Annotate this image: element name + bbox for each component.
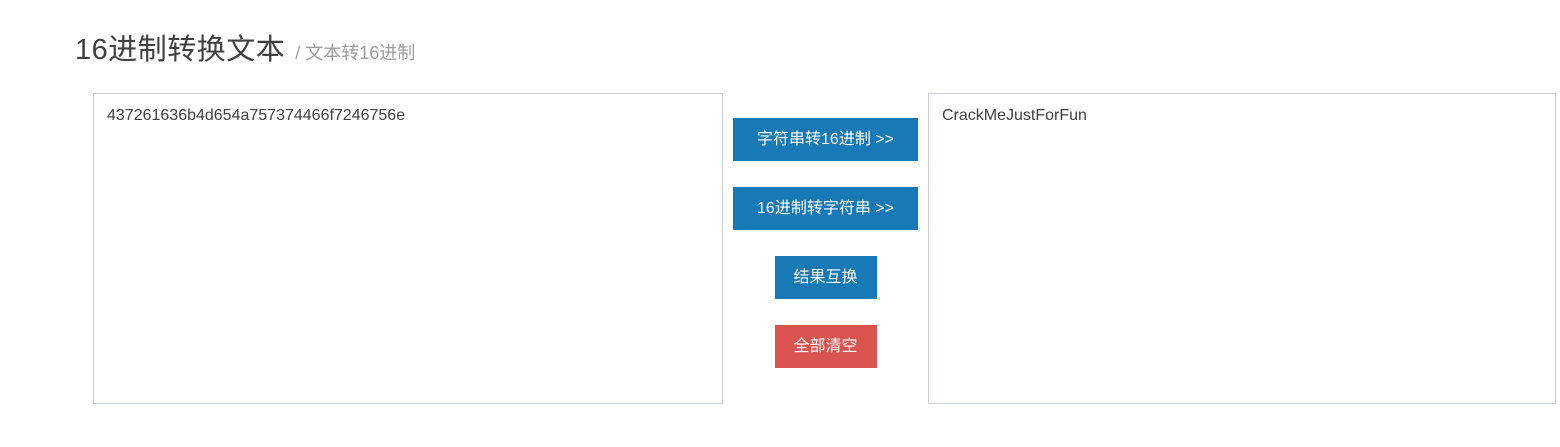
page-title: 16进制转换文本	[75, 34, 286, 66]
hex-input-textarea[interactable]: 437261636b4d654a757374466f7246756e	[93, 93, 723, 404]
page-subtitle: / 文本转16进制	[295, 43, 416, 63]
action-button-column: 字符串转16进制 >> 16进制转字符串 >> 结果互换 全部清空	[723, 93, 928, 368]
swap-results-button[interactable]: 结果互换	[774, 256, 877, 299]
page-header: 16进制转换文本 / 文本转16进制	[75, 26, 1560, 68]
string-to-hex-button[interactable]: 字符串转16进制 >>	[733, 118, 918, 161]
hex-to-string-button[interactable]: 16进制转字符串 >>	[733, 187, 918, 230]
converter-panel: 437261636b4d654a757374466f7246756e 字符串转1…	[93, 93, 1556, 404]
clear-all-button[interactable]: 全部清空	[774, 325, 877, 368]
text-output-textarea[interactable]: CrackMeJustForFun	[928, 93, 1556, 404]
